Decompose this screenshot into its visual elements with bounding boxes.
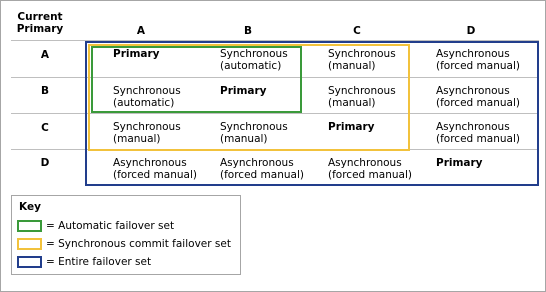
cell-d-a: Asynchronous (forced manual) <box>113 157 197 181</box>
cell-subtext: (forced manual) <box>436 60 520 72</box>
entire-failover-set-outline <box>85 41 539 186</box>
cell-c-d: Asynchronous (forced manual) <box>436 121 520 145</box>
column-header-a: A <box>136 25 146 37</box>
key-legend: Key = Automatic failover set = Synchrono… <box>11 195 241 275</box>
cell-c-b: Synchronous (manual) <box>220 121 288 145</box>
cell-text: Primary <box>220 85 267 97</box>
cell-text: Primary <box>113 48 160 60</box>
cell-text: Asynchronous <box>113 157 187 169</box>
column-header-d: D <box>466 25 476 37</box>
cell-text: Synchronous <box>220 48 288 60</box>
row-label-b: B <box>40 85 49 97</box>
cell-d-b: Asynchronous (forced manual) <box>220 157 304 181</box>
automatic-failover-set-outline <box>91 46 302 113</box>
cell-a-a: Primary <box>113 48 160 60</box>
cell-subtext: (forced manual) <box>220 169 304 181</box>
row-label-a: A <box>40 49 50 61</box>
automatic-swatch <box>17 220 42 232</box>
cell-a-d: Asynchronous (forced manual) <box>436 48 520 72</box>
key-item-automatic: = Automatic failover set <box>46 220 175 232</box>
cell-c-a: Synchronous (manual) <box>113 121 181 145</box>
row-label-d: D <box>40 157 50 169</box>
cell-c-c: Primary <box>328 121 375 133</box>
cell-a-b: Synchronous (automatic) <box>220 48 288 72</box>
cell-subtext: (automatic) <box>113 97 175 109</box>
cell-subtext: (manual) <box>328 97 376 109</box>
synchronous-swatch <box>17 238 42 250</box>
cell-b-a: Synchronous (automatic) <box>113 85 181 109</box>
cell-text: Synchronous <box>113 121 181 133</box>
cell-text: Asynchronous <box>220 157 294 169</box>
current-primary-header: Current Primary <box>15 11 65 35</box>
row-separator <box>11 77 539 78</box>
cell-subtext: (forced manual) <box>113 169 197 181</box>
cell-a-c: Synchronous (manual) <box>328 48 396 72</box>
current-primary-line-1: Current <box>17 11 63 23</box>
row-label-c: C <box>41 122 49 134</box>
cell-b-d: Asynchronous (forced manual) <box>436 85 520 109</box>
row-separator <box>11 40 539 41</box>
key-title: Key <box>19 201 41 213</box>
cell-text: Asynchronous <box>436 48 510 60</box>
column-header-b: B <box>243 25 252 37</box>
cell-subtext: (forced manual) <box>328 169 412 181</box>
cell-text: Synchronous <box>113 85 181 97</box>
cell-subtext: (manual) <box>220 133 268 145</box>
synchronous-commit-failover-set-outline <box>88 44 410 151</box>
entire-swatch <box>17 256 42 268</box>
cell-text: Asynchronous <box>436 85 510 97</box>
cell-text: Asynchronous <box>328 157 402 169</box>
cell-b-b: Primary <box>220 85 267 97</box>
cell-subtext: (forced manual) <box>436 97 520 109</box>
cell-b-c: Synchronous (manual) <box>328 85 396 109</box>
cell-text: Synchronous <box>220 121 288 133</box>
cell-subtext: (manual) <box>113 133 161 145</box>
key-item-synchronous: = Synchronous commit failover set <box>46 238 231 250</box>
key-item-entire: = Entire failover set <box>46 256 152 268</box>
cell-text: Primary <box>328 121 375 133</box>
cell-d-c: Asynchronous (forced manual) <box>328 157 412 181</box>
row-separator <box>11 113 539 114</box>
cell-text: Synchronous <box>328 48 396 60</box>
current-primary-line-2: Primary <box>16 23 64 35</box>
cell-text: Asynchronous <box>436 121 510 133</box>
cell-subtext: (automatic) <box>220 60 282 72</box>
cell-text: Synchronous <box>328 85 396 97</box>
cell-text: Primary <box>436 157 483 169</box>
cell-subtext: (forced manual) <box>436 133 520 145</box>
cell-d-d: Primary <box>436 157 483 169</box>
column-header-c: C <box>353 25 361 37</box>
cell-subtext: (manual) <box>328 60 376 72</box>
